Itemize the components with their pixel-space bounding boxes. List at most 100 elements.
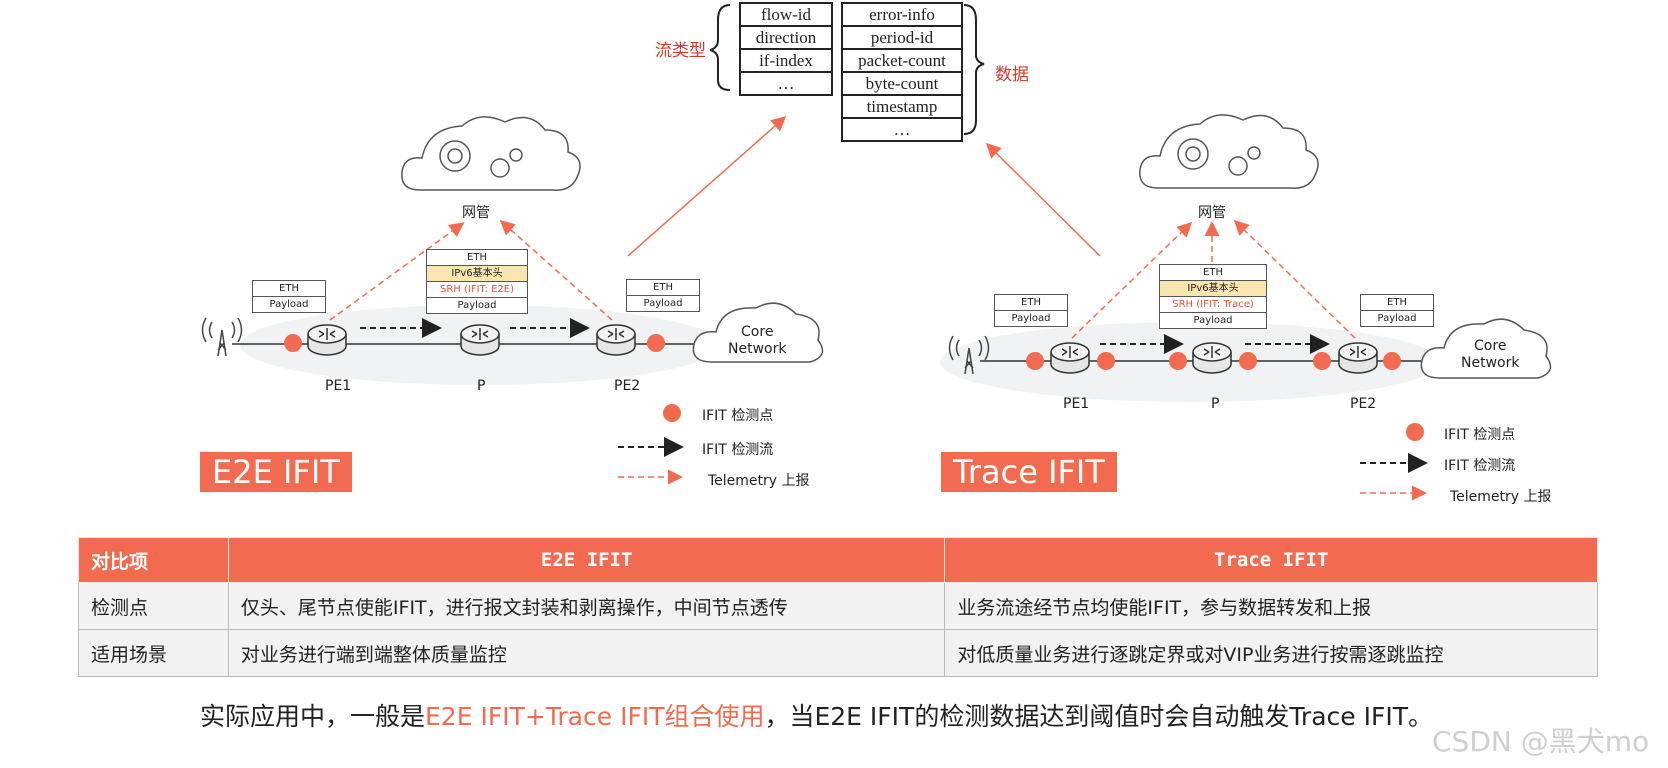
table-cell: 对业务进行端到端整体质量监控 bbox=[227, 629, 946, 677]
data-field: … bbox=[893, 120, 911, 139]
packet-layer: ETH bbox=[253, 281, 325, 297]
packet-layer: ETH bbox=[995, 295, 1067, 311]
left-node-pe2: PE2 bbox=[614, 378, 641, 394]
right-node-pe1: PE1 bbox=[1063, 396, 1090, 412]
data-fields-box: error-info period-id packet-count byte-c… bbox=[841, 2, 963, 142]
right-router-p bbox=[1192, 342, 1232, 374]
summary-sentence: 实际应用中，一般是E2E IFIT+Trace IFIT组合使用，当E2E IF… bbox=[200, 697, 1433, 733]
packet-layer: Payload bbox=[643, 298, 683, 309]
right-legend-telemetry-label: Telemetry 上报 bbox=[1450, 489, 1552, 505]
table-header: 对比项 bbox=[78, 537, 229, 583]
packet-layer: ETH bbox=[627, 280, 699, 296]
left-legend-point bbox=[663, 404, 681, 422]
left-core-label: Core Network bbox=[728, 324, 786, 358]
right-telemetry-pe1 bbox=[1071, 221, 1193, 339]
core-line: Network bbox=[1461, 355, 1520, 371]
core-line: Core bbox=[741, 324, 774, 340]
left-nms-gear-icon bbox=[490, 158, 510, 178]
right-ifit-point-5 bbox=[1313, 352, 1331, 370]
left-telemetry-arrow bbox=[627, 116, 787, 257]
data-field: period-id bbox=[843, 27, 961, 50]
packet-layer: Payload bbox=[457, 300, 497, 311]
table-header: E2E IFIT bbox=[227, 537, 946, 583]
left-nms-head-icon bbox=[439, 140, 471, 172]
core-line: Network bbox=[728, 341, 787, 357]
right-ifit-point-3 bbox=[1169, 352, 1187, 370]
right-core-label: Core Network bbox=[1461, 338, 1519, 372]
right-antenna-icon bbox=[948, 335, 990, 375]
table-cell: 适用场景 bbox=[78, 629, 229, 677]
right-nms-head-icon bbox=[1177, 138, 1209, 170]
packet-layer: Payload bbox=[269, 299, 309, 310]
packet-layer: Payload bbox=[1377, 313, 1417, 324]
table-header-row: 对比项 E2E IFIT Trace IFIT bbox=[78, 537, 1598, 583]
left-packet-p: ETH IPv6基本头 SRH (IFIT: E2E) Payload bbox=[426, 249, 528, 314]
left-legend-point-label: IFIT 检测点 bbox=[702, 408, 774, 424]
right-legend-point bbox=[1406, 423, 1424, 441]
packet-layer: SRH (IFIT: E2E) bbox=[427, 282, 527, 298]
data-field: error-info bbox=[843, 4, 961, 27]
data-brace bbox=[963, 4, 985, 135]
flow-field: if-index bbox=[741, 50, 831, 73]
right-node-pe2: PE2 bbox=[1350, 396, 1377, 412]
left-node-pe1: PE1 bbox=[325, 378, 352, 394]
summary-post: ，当E2E IFIT的检测数据达到阈值时会自动触发Trace IFIT。 bbox=[764, 702, 1433, 731]
left-telemetry-pe2 bbox=[499, 220, 613, 321]
left-legend-telemetry-label: Telemetry 上报 bbox=[708, 473, 810, 489]
right-packet-pe2: ETH Payload bbox=[1360, 294, 1434, 327]
right-packet-p: ETH IPv6基本头 SRH (IFIT: Trace) Payload bbox=[1159, 264, 1267, 329]
table-row: 适用场景 对业务进行端到端整体质量监控 对低质量业务进行逐跳定界或对VIP业务进… bbox=[78, 629, 1598, 677]
table-cell: 仅头、尾节点使能IFIT，进行报文封装和剥离操作，中间节点透传 bbox=[227, 582, 946, 630]
left-node-p: P bbox=[477, 378, 486, 394]
diagram-graphics bbox=[201, 4, 1552, 501]
table-cell: 对低质量业务进行逐跳定界或对VIP业务进行按需逐跳监控 bbox=[944, 629, 1598, 677]
right-ifit-point-6 bbox=[1383, 352, 1401, 370]
left-nms-cloud bbox=[401, 116, 581, 191]
packet-layer: ETH bbox=[1361, 295, 1433, 311]
left-packet-pe1: ETH Payload bbox=[252, 280, 326, 313]
packet-layer: Payload bbox=[1011, 313, 1051, 324]
right-ifit-point-4 bbox=[1239, 352, 1257, 370]
watermark: CSDN @黑犬mo bbox=[1432, 725, 1650, 758]
flow-type-label: 流类型 bbox=[655, 41, 706, 61]
left-nms-label: 网管 bbox=[462, 205, 490, 221]
packet-layer: ETH bbox=[427, 250, 527, 266]
left-ifit-point-2 bbox=[647, 334, 665, 352]
table-cell: 检测点 bbox=[78, 582, 229, 630]
right-telemetry-pe2 bbox=[1233, 219, 1356, 339]
data-label: 数据 bbox=[995, 65, 1029, 85]
flow-field: … bbox=[777, 74, 795, 93]
right-nms-gear-icon bbox=[1228, 156, 1248, 176]
summary-highlight: E2E IFIT+Trace IFIT组合使用 bbox=[425, 702, 765, 731]
right-router-pe1 bbox=[1050, 342, 1090, 374]
left-legend-flow-label: IFIT 检测流 bbox=[702, 442, 774, 458]
right-legend-flow-label: IFIT 检测流 bbox=[1444, 458, 1516, 474]
left-router-pe2 bbox=[596, 324, 636, 356]
right-ifit-point-2 bbox=[1097, 352, 1115, 370]
left-router-p bbox=[460, 324, 500, 356]
data-field: packet-count bbox=[843, 50, 961, 73]
flow-fields-box: flow-id direction if-index … bbox=[739, 2, 833, 96]
right-telemetry-arrow bbox=[985, 142, 1101, 257]
right-nms-cloud bbox=[1139, 114, 1319, 189]
flow-field: flow-id bbox=[741, 4, 831, 27]
flow-brace bbox=[709, 4, 731, 91]
packet-layer: SRH (IFIT: Trace) bbox=[1160, 297, 1266, 313]
comparison-table: 对比项 E2E IFIT Trace IFIT 检测点 仅头、尾节点使能IFIT… bbox=[78, 537, 1598, 677]
packet-layer: Payload bbox=[1193, 315, 1233, 326]
packet-layer: ETH bbox=[1160, 265, 1266, 281]
trace-ifit-tag: Trace IFIT bbox=[941, 452, 1117, 492]
right-nms-label: 网管 bbox=[1198, 205, 1226, 221]
table-row: 检测点 仅头、尾节点使能IFIT，进行报文封装和剥离操作，中间节点透传 业务流途… bbox=[78, 582, 1598, 630]
left-antenna-icon bbox=[201, 317, 243, 357]
left-telemetry-pe1 bbox=[329, 222, 465, 321]
left-ifit-point-1 bbox=[284, 334, 302, 352]
packet-layer: IPv6基本头 bbox=[427, 266, 527, 282]
data-field: timestamp bbox=[843, 96, 961, 119]
e2e-ifit-tag: E2E IFIT bbox=[200, 452, 352, 492]
right-legend-point-label: IFIT 检测点 bbox=[1444, 427, 1516, 443]
table-header: Trace IFIT bbox=[944, 537, 1598, 583]
core-line: Core bbox=[1474, 338, 1507, 354]
table-cell: 业务流途经节点均使能IFIT，参与数据转发和上报 bbox=[944, 582, 1598, 630]
left-router-pe1 bbox=[307, 324, 347, 356]
